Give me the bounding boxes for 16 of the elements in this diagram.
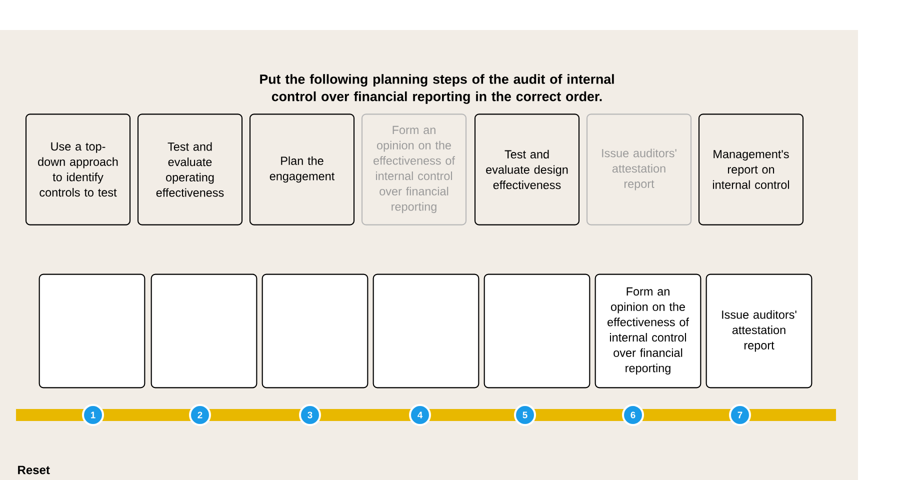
step-card: Test and evaluate design effectiveness bbox=[474, 114, 580, 226]
instruction-text: Put the following planning steps of the audit of internal control over financial reporting in the correct order. bbox=[260, 74, 614, 104]
empty-answer-slot bbox=[38, 274, 146, 388]
step-card: Form an opinion on the effectiveness of internal control over financial reporting bbox=[361, 114, 467, 226]
answer-slot: Issue auditors' attestation report bbox=[706, 274, 812, 388]
step-card: Use a top-down approach to identify controls to test bbox=[25, 114, 131, 226]
empty-answer-slot bbox=[262, 274, 368, 388]
step-card: Issue auditors' attestation report bbox=[586, 114, 692, 226]
answer-slot: Form an opinion on the effectiveness of internal control over financial reporting bbox=[594, 274, 702, 388]
empty-answer-slot bbox=[484, 274, 590, 388]
step-card: Plan the engagement bbox=[249, 114, 355, 226]
reset-link: Reset bbox=[18, 466, 50, 474]
step-card: Management's report on internal control bbox=[698, 114, 804, 226]
step-card: Test and evaluate operating effectiveness bbox=[137, 114, 243, 226]
empty-answer-slot bbox=[150, 274, 258, 388]
empty-answer-slot bbox=[372, 274, 480, 388]
